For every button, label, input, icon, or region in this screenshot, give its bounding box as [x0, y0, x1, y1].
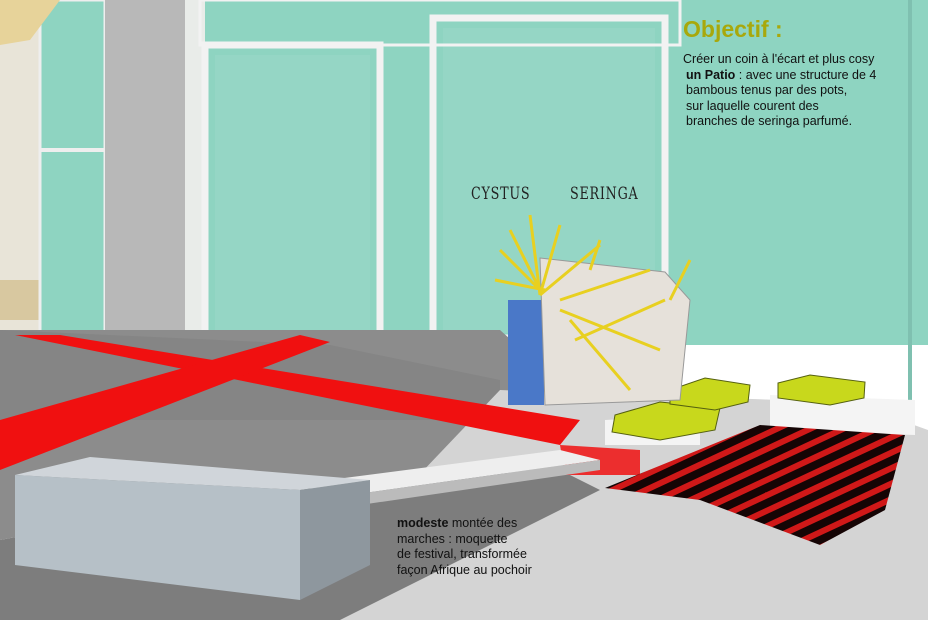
note-line: marches : moquette	[397, 531, 508, 546]
cushion-2	[669, 377, 751, 411]
note-bold: modeste	[397, 516, 449, 530]
note-line-rest: montée des	[448, 516, 518, 530]
zebra-carpet	[605, 425, 905, 545]
objective-line-rest: : avec une structure de 4	[735, 67, 877, 82]
note-line: façon Afrique au pochoir	[397, 562, 532, 577]
objective-line: sur laquelle courent des	[686, 98, 819, 113]
cushion-1	[611, 401, 721, 441]
objective-text: Créer un coin à l'écart et plus cosy un …	[683, 52, 876, 130]
cystus-label: CYSTUS	[471, 184, 531, 204]
pillar	[105, 0, 185, 340]
seringa-label: SERINGA	[570, 184, 639, 204]
objective-line: un Patio : avec une structure de 4	[683, 68, 876, 84]
block-top	[15, 457, 370, 490]
left-step	[0, 280, 45, 320]
block-front	[15, 475, 300, 600]
objective-title: Objectif :	[683, 16, 783, 42]
cushion-3	[777, 374, 866, 406]
red-stripe-2	[0, 335, 330, 470]
steps-note: modeste montée des marches : moquette de…	[397, 516, 532, 578]
note-line: modeste montée des	[397, 516, 532, 532]
red-stripe-1	[15, 335, 580, 445]
blue-pot	[508, 300, 544, 405]
note-line: de festival, transformée	[397, 547, 527, 561]
platform	[770, 395, 915, 435]
yellow-foliage	[494, 214, 692, 391]
objective-line: bambous tenus par des pots,	[686, 83, 848, 97]
objective-line: Créer un coin à l'écart et plus cosy	[683, 52, 875, 66]
stairs	[0, 0, 60, 45]
objective-line: branches de seringa parfumé.	[686, 114, 853, 128]
patio-bold: un Patio	[686, 67, 736, 82]
